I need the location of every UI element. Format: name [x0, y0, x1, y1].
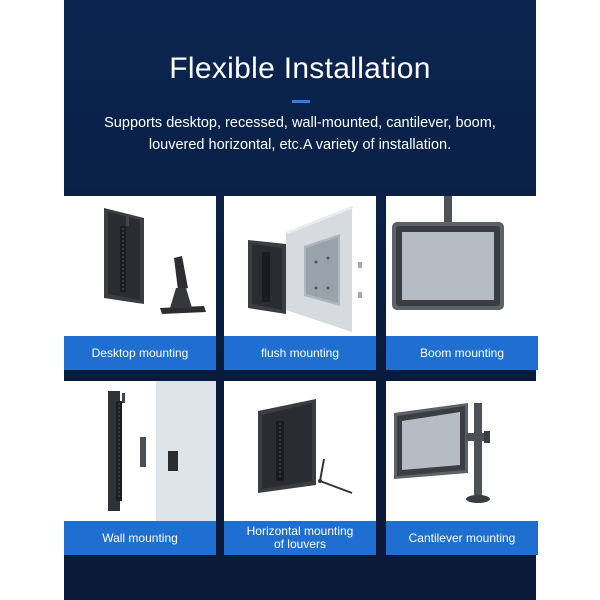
title-underline [292, 100, 310, 103]
boom-mount-panel-icon [392, 196, 504, 310]
subtitle-line-2: louvered horizontal, etc.A variety of in… [148, 137, 452, 153]
desktop-stand-panel-icon [104, 208, 206, 314]
card-label: Cantilever mounting [386, 521, 538, 555]
card-cantilever-mounting: Cantilever mounting [386, 381, 538, 555]
card-label-line-2: of louvers [273, 537, 326, 551]
card-wall-mounting: Wall mounting [64, 381, 216, 555]
card-label-line-1: Horizontal mounting [246, 524, 354, 538]
card-label: Boom mounting [386, 336, 538, 370]
flush-mount-panel-icon [248, 206, 362, 332]
subtitle-line-1: Supports desktop, recessed, wall-mounted… [104, 115, 496, 131]
card-boom-mounting: Boom mounting [386, 196, 538, 370]
wall-mount-panel-icon [108, 381, 216, 521]
card-desktop-mounting: Desktop mounting [64, 196, 216, 370]
card-label: Desktop mounting [64, 336, 216, 370]
page-title: Flexible Installation [169, 52, 431, 85]
page-subtitle: Supports desktop, recessed, wall-mounted… [90, 112, 510, 156]
card-louver-mounting: Horizontal mounting of louvers [224, 381, 376, 555]
card-label: flush mounting [224, 336, 376, 370]
cantilever-arm-panel-icon [394, 403, 490, 503]
louver-mount-panel-icon [258, 399, 353, 494]
card-label: Wall mounting [64, 521, 216, 555]
card-label: Horizontal mounting of louvers [224, 521, 376, 555]
card-flush-mounting: flush mounting [224, 196, 376, 370]
